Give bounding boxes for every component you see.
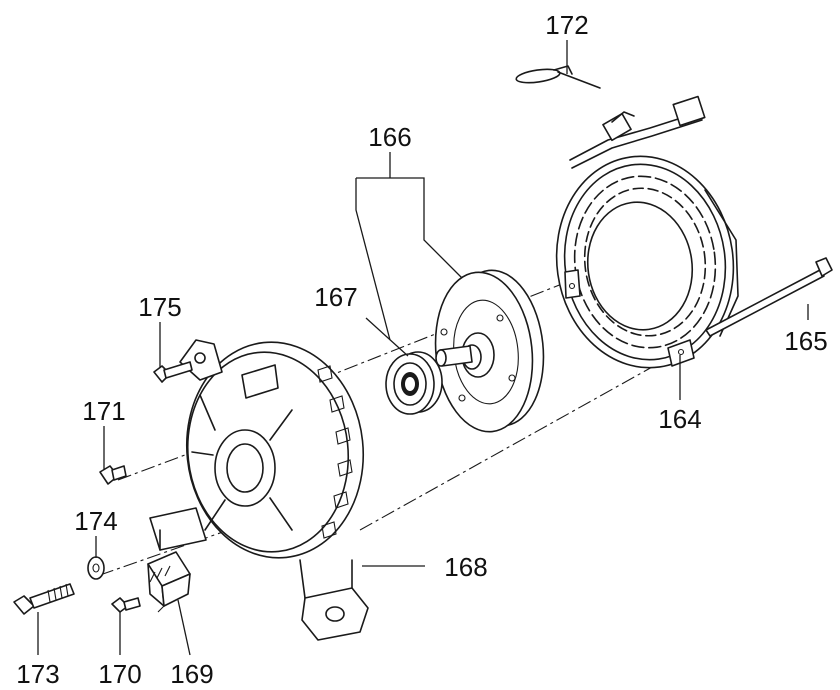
callout-174: 174: [74, 506, 117, 536]
callout-167: 167: [314, 282, 357, 312]
part-170-screw: [111, 597, 141, 613]
part-167-bearing: [385, 351, 443, 415]
callout-170: 170: [98, 659, 141, 689]
part-175-bolt: [153, 361, 193, 383]
part-168-end-bracket: [149, 339, 369, 641]
callout-165: 165: [784, 326, 827, 356]
part-173-bolt: [13, 583, 75, 615]
callout-166: 166: [368, 122, 411, 152]
callout-168: 168: [444, 552, 487, 582]
part-169-rectifier: [147, 551, 191, 613]
part-171-bolt: [99, 465, 127, 485]
callout-172: 172: [545, 10, 588, 40]
part-165-through-bolt: [705, 257, 833, 337]
leader-lines: [37, 40, 809, 656]
part-164-stator: [555, 95, 739, 369]
callout-175: 175: [138, 292, 181, 322]
part-166-rotor: [434, 269, 545, 433]
callout-171: 171: [82, 396, 125, 426]
callout-169: 169: [170, 659, 213, 689]
callout-164: 164: [658, 404, 701, 434]
part-172-cable-tie: [515, 65, 601, 89]
part-174-washer: [87, 556, 105, 580]
callout-173: 173: [16, 659, 59, 689]
callout-labels: 172 166 167 175 165 171 164 174 168 173 …: [16, 10, 827, 689]
